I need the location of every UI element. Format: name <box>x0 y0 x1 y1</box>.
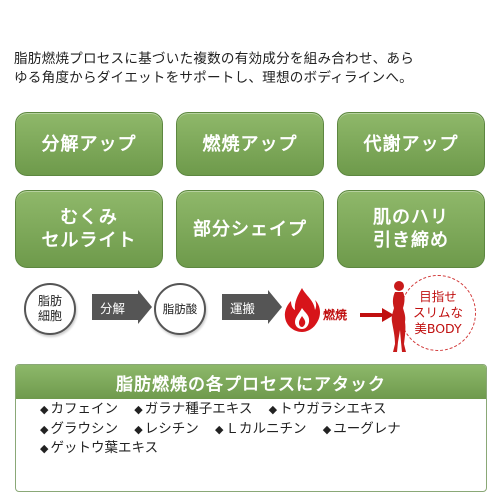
tile-label: 部分シェイプ <box>193 218 307 240</box>
fatty-acid-label: 脂肪酸 <box>162 301 198 316</box>
ingredient-item: ◆ゲットウ葉エキス <box>40 440 159 456</box>
ingredient-item: ◆カフェイン <box>40 401 118 417</box>
ingredients-panel: 脂肪燃焼の各プロセスにアタック ◆カフェイン ◆ガラナ種子エキス ◆トウガラシエ… <box>15 364 487 492</box>
intro-line-2: ゆる角度からダイエットをサポートし、理想のボディラインへ。 <box>14 70 413 86</box>
fat-cell-circle: 脂肪 細胞 <box>24 283 76 335</box>
goal-label: 目指せ <box>419 289 457 304</box>
tile-label: 肌のハリ <box>373 207 449 228</box>
ingredient-item: ◆グラウシン <box>40 420 118 437</box>
ingredient-row: ◆ゲットウ葉エキス <box>40 439 486 459</box>
process-flow: 脂肪 細胞 分解 脂肪酸 運搬 燃焼 目指せ スリムな 美BODY <box>0 274 500 360</box>
ingredient-item: ◆Ｌカルニチン <box>215 420 307 437</box>
tile-decomposition: 分解アップ <box>15 112 163 176</box>
diamond-bullet: ◆ <box>215 422 224 436</box>
fire-icon <box>284 288 321 332</box>
tile-metabolism: 代謝アップ <box>337 112 485 176</box>
fatty-acid-circle: 脂肪酸 <box>154 283 206 335</box>
tile-label: セルライト <box>41 230 137 251</box>
step-label: 運搬 <box>230 300 256 316</box>
tile-burning: 燃焼アップ <box>176 112 324 176</box>
panel-title: 脂肪燃焼の各プロセスにアタック <box>16 365 486 399</box>
ingredient-list: ◆カフェイン ◆ガラナ種子エキス ◆トウガラシエキス ◆グラウシン ◆レシチン … <box>16 399 486 459</box>
step-decompose-arrow: 分解 <box>92 290 152 324</box>
ingredient-item: ◆トウガラシエキス <box>268 401 387 417</box>
tile-label: 代謝アップ <box>363 133 459 155</box>
diamond-bullet: ◆ <box>134 422 143 436</box>
intro-text: 脂肪燃焼プロセスに基づいた複数の有効成分を組み合わせ、あら ゆる角度からダイエッ… <box>14 50 490 88</box>
tile-label: 引き締め <box>373 230 449 251</box>
diamond-bullet: ◆ <box>40 422 49 436</box>
goal-label: 美BODY <box>414 321 462 336</box>
tile-label: 分解アップ <box>41 133 137 155</box>
step-label: 分解 <box>100 300 126 316</box>
tile-label: むくみ <box>60 207 118 228</box>
red-arrow-icon <box>360 308 394 322</box>
diamond-bullet: ◆ <box>134 403 143 416</box>
tile-skin-firming: 肌のハリ 引き締め <box>337 190 485 268</box>
tile-label: 燃焼アップ <box>202 133 298 155</box>
ingredient-item: ◆ユーグレナ <box>322 420 401 437</box>
benefit-tiles: 分解アップ 燃焼アップ 代謝アップ むくみ セルライト 部分シェイプ 肌のハリ … <box>15 112 485 268</box>
ingredient-item: ◆レシチン <box>134 420 199 437</box>
ingredient-item: ◆ガラナ種子エキス <box>134 401 253 417</box>
ingredient-row: ◆カフェイン ◆ガラナ種子エキス ◆トウガラシエキス <box>40 400 486 420</box>
diamond-bullet: ◆ <box>40 403 49 416</box>
silhouette-icon <box>391 281 406 352</box>
fat-cell-label: 脂肪 <box>37 294 62 308</box>
step-transport-arrow: 運搬 <box>222 290 282 324</box>
diamond-bullet: ◆ <box>322 422 332 436</box>
tile-swelling-cellulite: むくみ セルライト <box>15 190 163 268</box>
goal-label: スリムな <box>412 305 463 320</box>
burn-label: 燃焼 <box>323 308 348 322</box>
diamond-bullet: ◆ <box>40 442 49 455</box>
diamond-bullet: ◆ <box>268 403 278 416</box>
fat-cell-label: 細胞 <box>37 309 62 323</box>
goal-circle: 目指せ スリムな 美BODY <box>400 275 476 351</box>
tile-partial-shape: 部分シェイプ <box>176 190 324 268</box>
intro-line-1: 脂肪燃焼プロセスに基づいた複数の有効成分を組み合わせ、あら <box>14 51 415 67</box>
ingredient-row: ◆グラウシン ◆レシチン ◆Ｌカルニチン ◆ユーグレナ <box>40 420 486 440</box>
